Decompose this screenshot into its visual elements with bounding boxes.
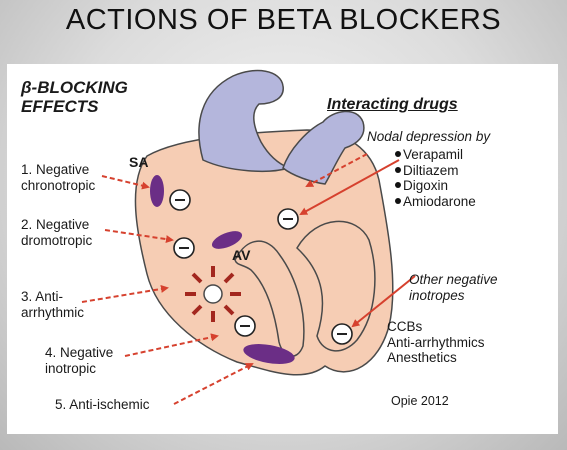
effect-arrows [81, 175, 254, 405]
arrow-nodal-dashed [305, 153, 368, 187]
left-ventricle-outline [296, 220, 376, 352]
arrow-antiarrhythmic [81, 285, 169, 303]
av-node-label: AV [232, 247, 251, 263]
beta-blocker-figure: β-BLOCKING EFFECTS 1. Negative chronotro… [7, 64, 558, 434]
arrhythmia-starburst [185, 266, 241, 322]
bullet-icon [395, 151, 401, 158]
other-drug-list: CCBs Anti-arrhythmics Anesthetics [387, 319, 485, 366]
heart-diagram [81, 69, 416, 405]
sa-node [150, 175, 164, 207]
heart-body [134, 129, 394, 376]
arrow-inotropic [124, 333, 219, 357]
drug-item: Anesthetics [387, 350, 457, 365]
other-inotropes-heading: Other negative inotropes [409, 272, 498, 303]
sa-node-label: SA [129, 154, 149, 170]
arrow-nodal-solid [299, 159, 400, 215]
interacting-drugs-title: Interacting drugs [327, 96, 458, 113]
bullet-icon [395, 197, 401, 204]
drug-item: Anti-arrhythmics [387, 334, 485, 350]
slide-title: ACTIONS OF BETA BLOCKERS [65, 4, 502, 36]
effect-antiischemic: 5. Anti-ischemic [55, 397, 150, 412]
ischemic-patch [243, 344, 295, 364]
bullet-icon [395, 166, 401, 173]
drug-item: Diltiazem [395, 163, 476, 179]
drug-item: Digoxin [395, 178, 476, 194]
effect-inotropic: 4. Negative inotropic [45, 345, 114, 376]
nodal-drug-list: Verapamil Diltiazem Digoxin Amiodarone [395, 147, 476, 209]
drug-item: CCBs [387, 319, 423, 334]
drug-arrows [299, 153, 416, 328]
effect-dromotropic: 2. Negative dromotropic [21, 217, 93, 248]
arrow-dromotropic [104, 229, 174, 244]
nodal-depression-heading: Nodal depression by [367, 129, 491, 144]
bullet-icon [395, 182, 401, 189]
figure-credit: Opie 2012 [391, 394, 449, 408]
drug-item: Amiodarone [395, 194, 476, 210]
pulmonary-vessel [282, 110, 365, 185]
av-node [211, 231, 243, 249]
blocking-effects-title: β-BLOCKING EFFECTS [21, 78, 128, 116]
effect-antiarrhythmic: 3. Anti- arrhythmic [21, 289, 85, 320]
arrow-antiischemic [173, 363, 254, 405]
blocker-minus-signs [175, 199, 347, 335]
blocking-title-line2: EFFECTS [21, 97, 99, 116]
blocking-title-line1: β-BLOCKING [21, 78, 128, 97]
drug-item: Verapamil [395, 147, 476, 163]
effect-chronotropic: 1. Negative chronotropic [21, 162, 96, 193]
arrow-other-inotropes [351, 275, 416, 328]
arrhythmia-focus [203, 284, 223, 304]
